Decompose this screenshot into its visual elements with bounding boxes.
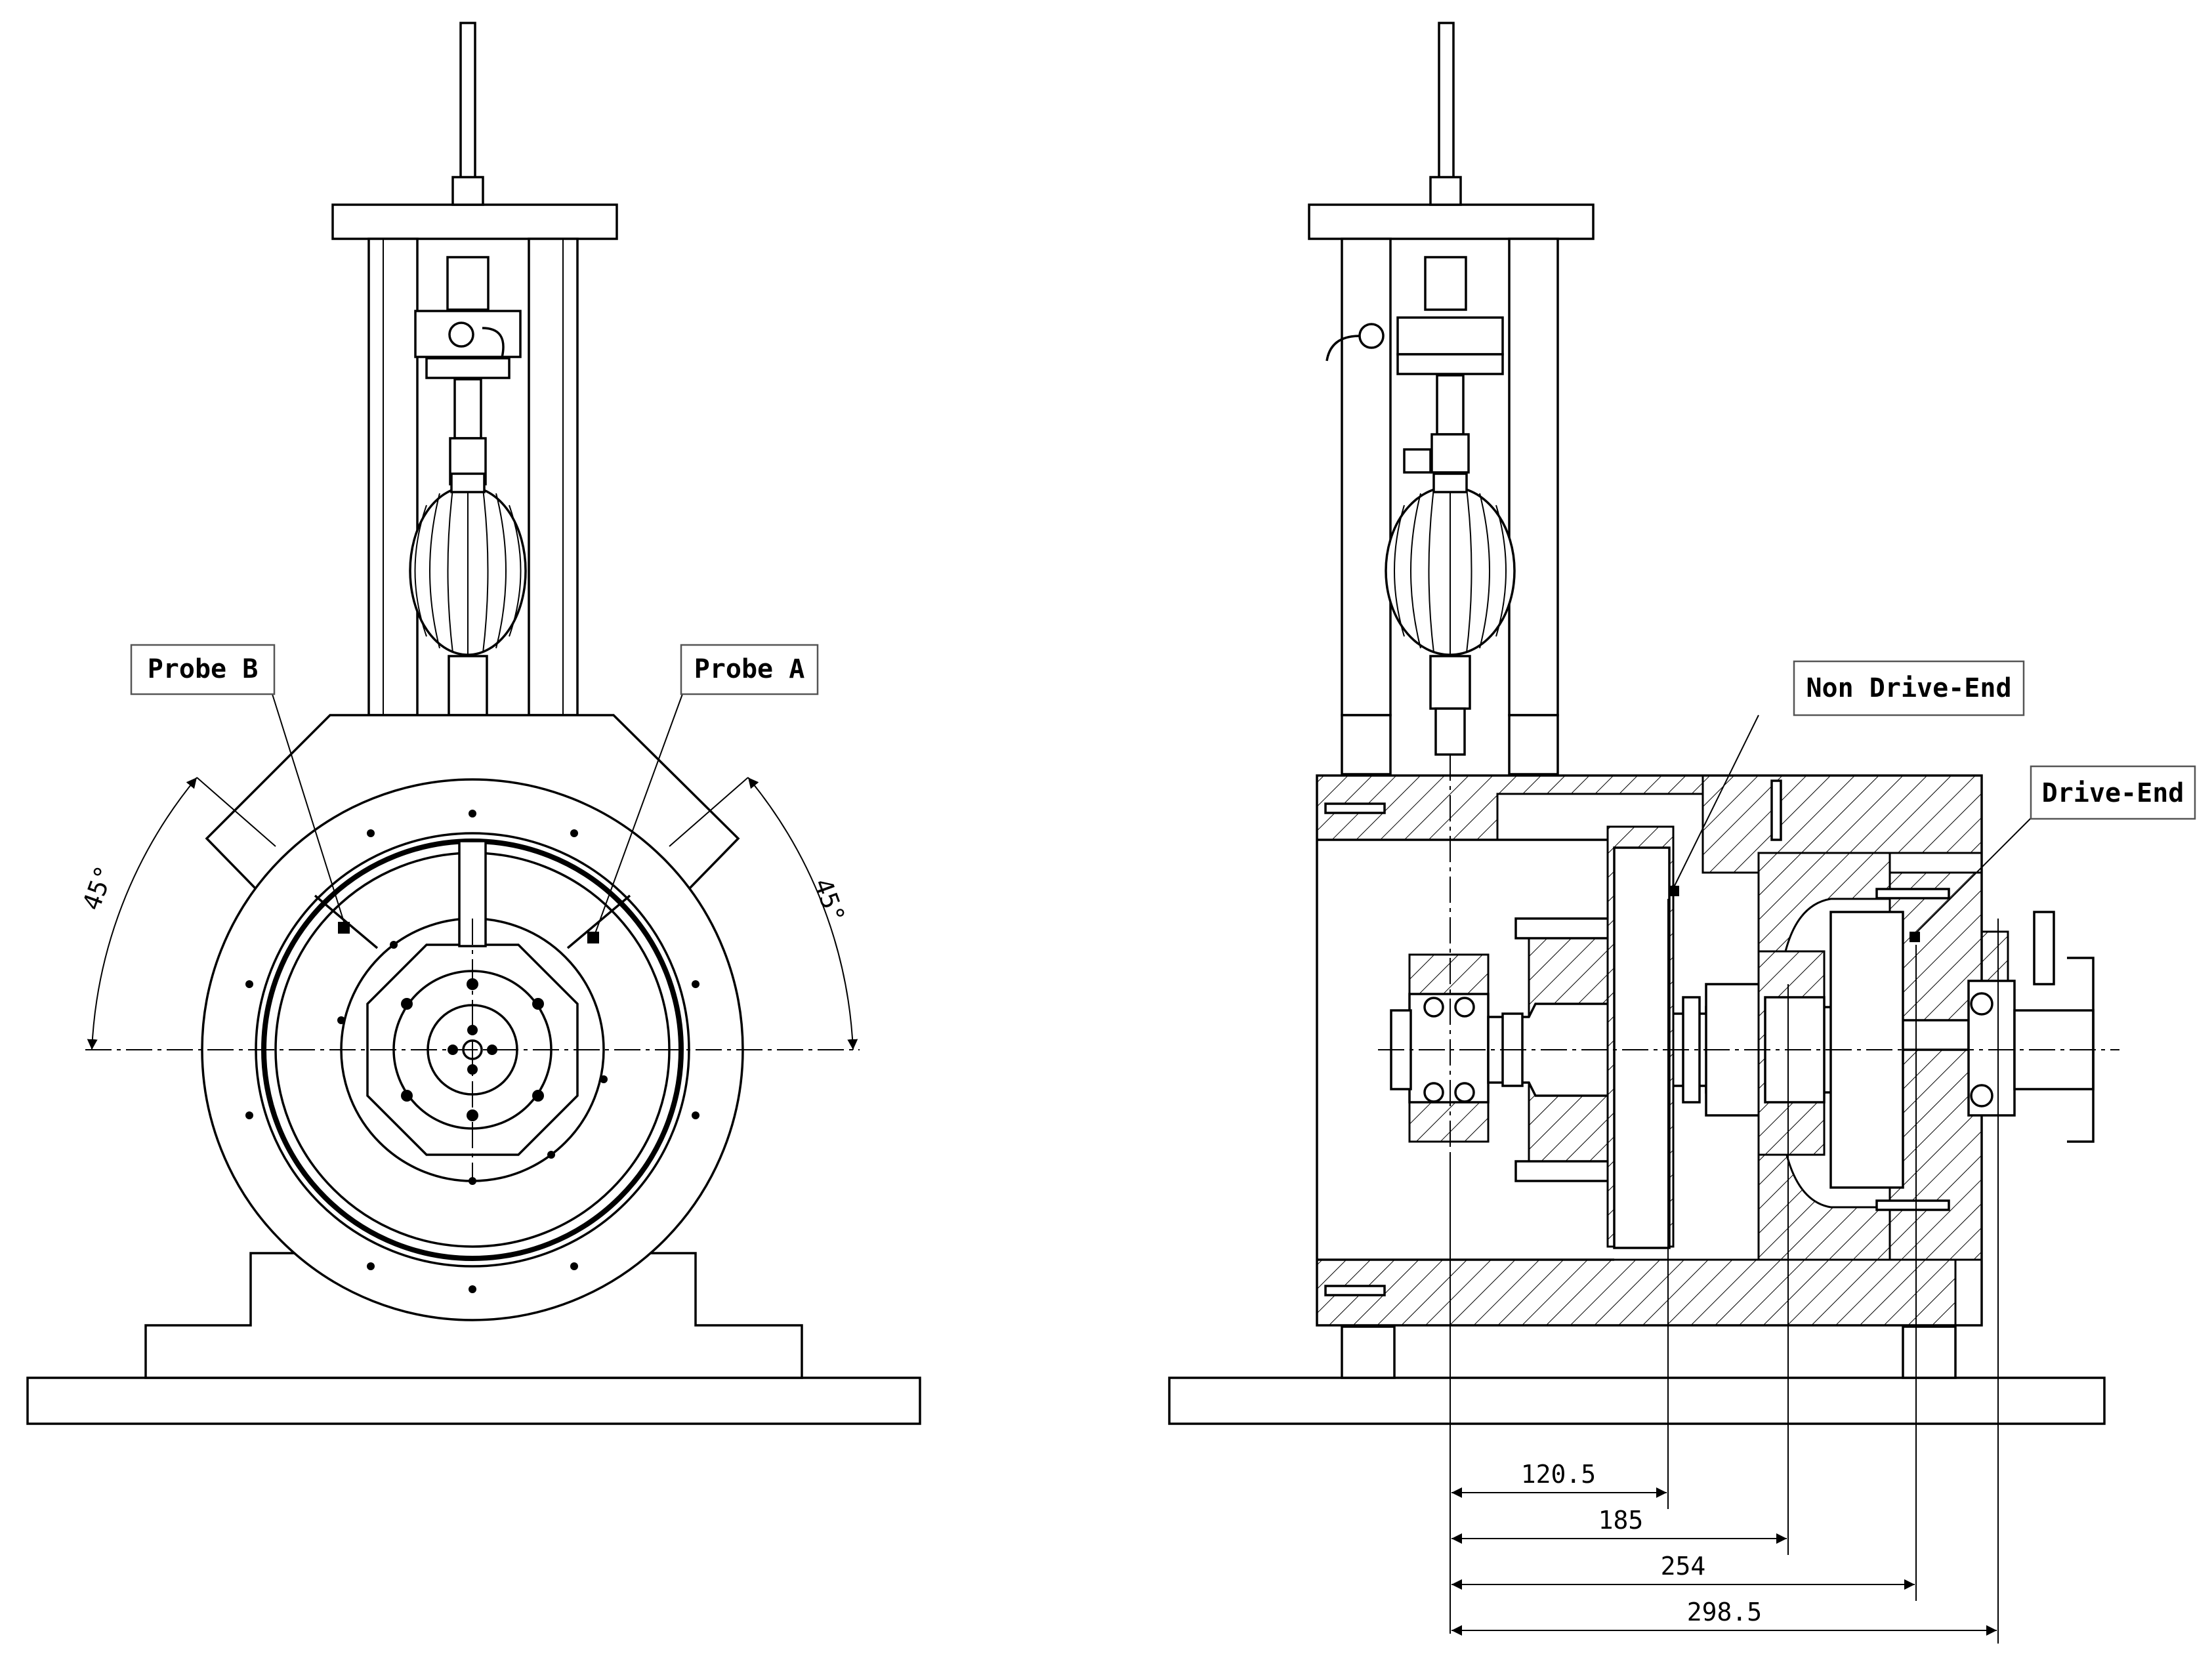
column-right-section [1508, 238, 1559, 716]
load-cell-base-front [425, 357, 511, 379]
probe-b-sensor [338, 922, 350, 934]
column-left-front [367, 238, 419, 716]
column-right-front [528, 238, 579, 716]
top-plate-front [331, 203, 618, 240]
dim-label-3: 254 [1661, 1552, 1706, 1581]
sensor-cable-front [482, 327, 505, 358]
housing-bottom-hatch [1316, 1258, 1957, 1327]
angle-label-right: 45° [808, 875, 851, 927]
bolt-holes-front [245, 810, 699, 1293]
sensor-plug-section [1358, 323, 1385, 349]
angle-arc-left [87, 777, 198, 1050]
probe-a-sensor [587, 932, 599, 943]
load-cell-section [1396, 316, 1504, 356]
dimensions: 120.5 185 254 298.5 [1450, 899, 1999, 1644]
angle-arc-right [747, 777, 858, 1050]
probe-b-leader [272, 693, 345, 924]
nde-bearing-housing [1408, 993, 1490, 1104]
base-plate-front [26, 1377, 921, 1425]
dim-label-2: 185 [1598, 1506, 1644, 1535]
nde-leader [1674, 714, 1759, 886]
drive-end-label: Drive-End [2030, 765, 2196, 820]
connector-front [446, 256, 490, 311]
probe-a-leader [593, 693, 683, 938]
probe-a-label: Probe A [680, 644, 819, 695]
non-drive-end-label: Non Drive-End [1793, 660, 2025, 716]
non-drive-end-text: Non Drive-End [1806, 673, 2011, 703]
front-view: 45° 45° [26, 22, 921, 1425]
drive-end-text: Drive-End [2042, 778, 2184, 808]
column-left-section [1341, 238, 1392, 716]
sensor-plug-front [448, 321, 474, 348]
rod-nut-front [451, 176, 484, 206]
threaded-rod-front [453, 378, 482, 440]
probe-b-text: Probe B [148, 654, 259, 684]
section-view [1168, 22, 2119, 1425]
base-plate-section [1168, 1377, 2106, 1425]
air-spring-bottom-front [448, 655, 488, 716]
dim-label-1: 120.5 [1521, 1460, 1596, 1489]
foot-left-section [1341, 1325, 1396, 1379]
dim-label-4: 298.5 [1687, 1598, 1762, 1626]
angle-label-left: 45° [77, 862, 119, 915]
probe-b-label: Probe B [130, 644, 276, 695]
air-spring-top-front [450, 472, 486, 493]
probe-a-text: Probe A [694, 654, 805, 684]
de-probe-sensor [1909, 932, 1920, 942]
foot-right-section [1902, 1325, 1957, 1379]
nde-probe-sensor [1669, 886, 1679, 896]
de-leader [1915, 818, 2032, 934]
top-plate-section [1308, 203, 1595, 240]
load-rod-front [459, 22, 476, 185]
